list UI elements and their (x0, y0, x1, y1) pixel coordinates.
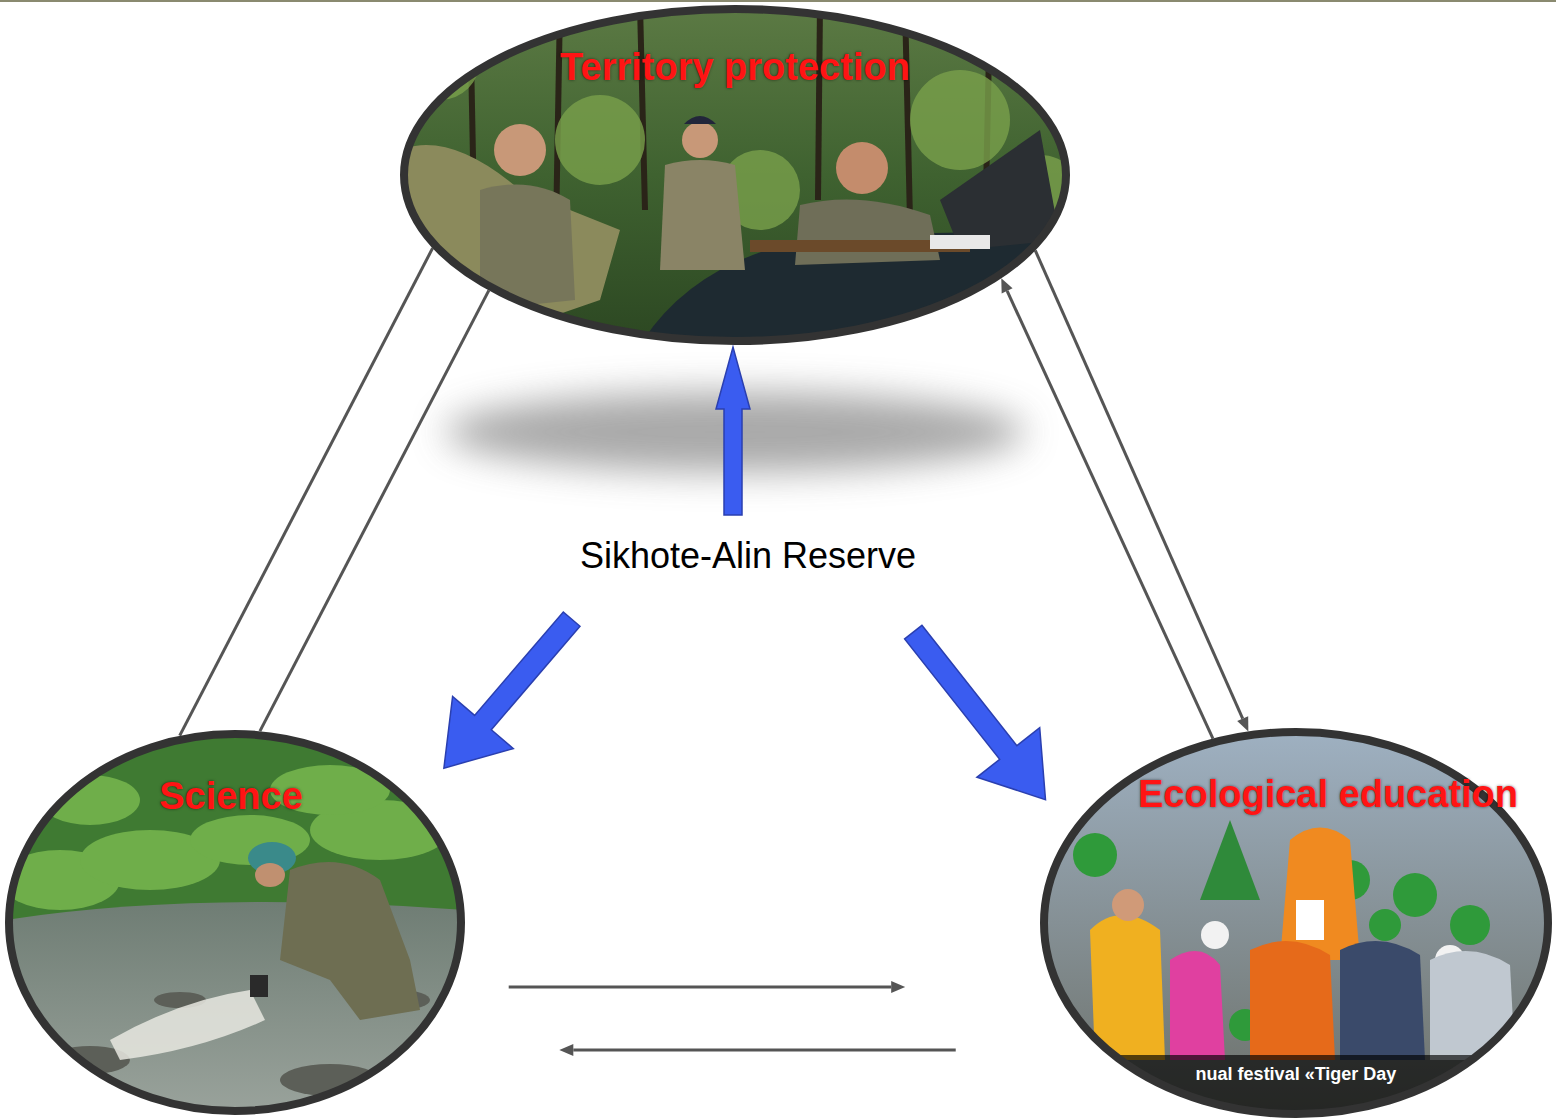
link-arrow (260, 290, 489, 731)
link-line (509, 986, 891, 989)
center-label: Sikhote-Alin Reserve (580, 535, 916, 577)
node-title: Territory protection (560, 45, 910, 89)
link-line (1007, 291, 1213, 739)
block-arrow (905, 625, 1046, 799)
link-line (573, 1049, 955, 1052)
ellipse-border (404, 9, 1066, 341)
link-arrow (1035, 250, 1248, 731)
node-title: Science (159, 774, 303, 818)
ellipse-border (1044, 732, 1548, 1114)
link-arrow (559, 1044, 955, 1056)
block-arrow-body (716, 347, 750, 515)
ellipse-border (9, 734, 461, 1111)
link-arrow (1001, 278, 1213, 738)
photo-ellipse: Science (5, 730, 465, 1115)
top-rule (0, 0, 1556, 2)
forest-photo (400, 5, 1085, 345)
photo-caption: nual festival «Tiger Day (1196, 1063, 1397, 1085)
stream-photo (0, 730, 465, 1115)
festival-photo (1040, 728, 1552, 1118)
arrow-head (559, 1044, 573, 1056)
link-line (1035, 250, 1242, 718)
arrow-head (1001, 278, 1012, 293)
photo-ellipse: Ecological education (1040, 728, 1552, 1118)
link-line (180, 248, 433, 735)
block-arrow (444, 612, 580, 768)
arrow-head (891, 981, 905, 993)
photo-ellipse: Territory protection (400, 5, 1070, 345)
link-arrow (509, 981, 905, 993)
block-arrow (716, 347, 750, 515)
block-arrow-body (905, 625, 1046, 799)
arrow-head (1237, 716, 1248, 731)
link-line (260, 290, 489, 731)
center-label-node: Sikhote-Alin Reserve (572, 527, 924, 585)
block-arrow-body (444, 612, 580, 768)
link-arrow (180, 248, 433, 735)
node-title: Ecological education (1138, 772, 1518, 816)
